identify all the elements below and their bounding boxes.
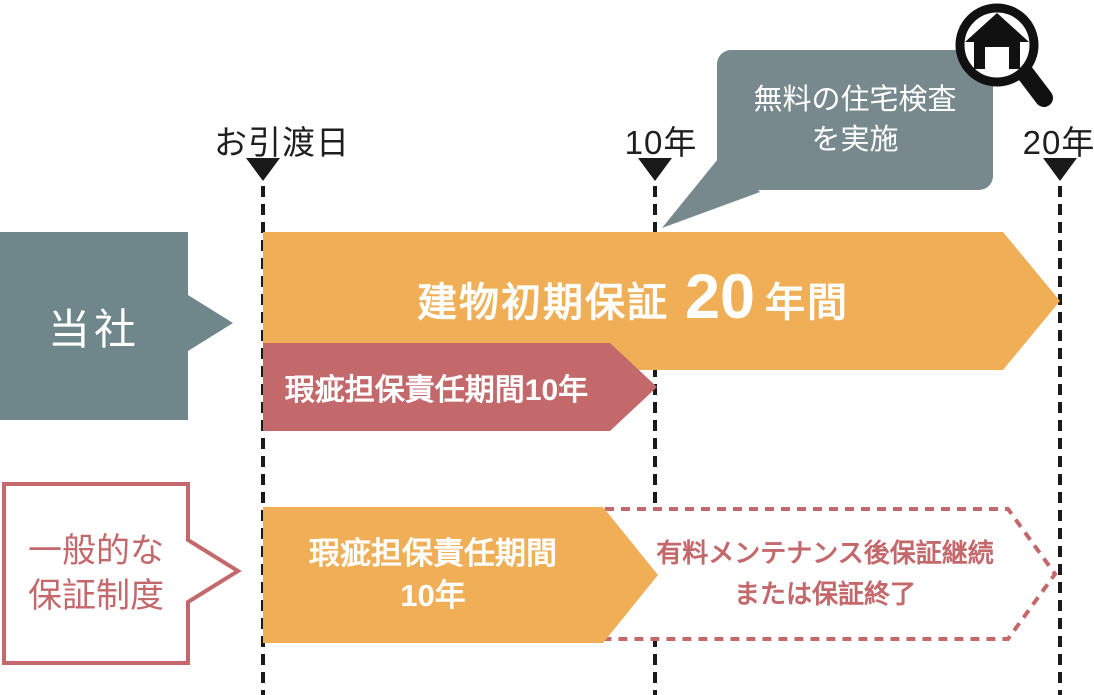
initial-warranty-prefix: 建物初期保証 <box>416 281 669 325</box>
paid-maintenance-line1: 有料メンテナンス後保証継続 <box>656 538 994 568</box>
callout-bubble: 無料の住宅検査 を実施 <box>717 50 993 190</box>
company-label: 当社 <box>47 305 140 353</box>
general-defect-period-bar <box>263 507 658 643</box>
company-defect-period-bar <box>263 343 657 431</box>
initial-warranty-value: 20 <box>684 262 756 332</box>
general-label-line2: 保証制度 <box>28 576 164 615</box>
timeline-label-10-years: 10年 <box>624 124 698 161</box>
marker-triangle-20-years-icon <box>1043 158 1077 181</box>
general-label-line1: 一般的な <box>28 531 164 570</box>
company-defect-period-label: 瑕疵担保責任期間10年 <box>284 374 589 407</box>
general-defect-line2: 10年 <box>400 578 466 613</box>
paid-maintenance-dotted-arrow <box>605 507 1058 641</box>
general-label-box <box>2 482 242 665</box>
callout-line2: を実施 <box>811 124 899 156</box>
paid-maintenance-label: 有料メンテナンス後保証継続 または保証終了 <box>630 509 1020 639</box>
general-defect-line1: 瑕疵担保責任期間 <box>309 536 557 571</box>
initial-warranty-suffix: 年間 <box>765 281 850 325</box>
timeline-label-20-years: 20年 <box>1022 124 1094 161</box>
general-defect-period-label: 瑕疵担保責任期間 10年 <box>263 507 603 643</box>
house-magnifier-icon <box>955 3 1053 107</box>
initial-warranty-label: 建物初期保証 20 年間 <box>263 232 1003 370</box>
marker-triangle-10-years-icon <box>638 158 672 181</box>
paid-maintenance-line2: または保証終了 <box>733 579 916 609</box>
timeline-label-delivery: お引渡日 <box>214 124 350 161</box>
marker-triangle-delivery-icon <box>246 158 280 181</box>
callout-line1: 無料の住宅検査 <box>753 84 957 116</box>
general-label: 一般的な 保証制度 <box>4 484 188 663</box>
